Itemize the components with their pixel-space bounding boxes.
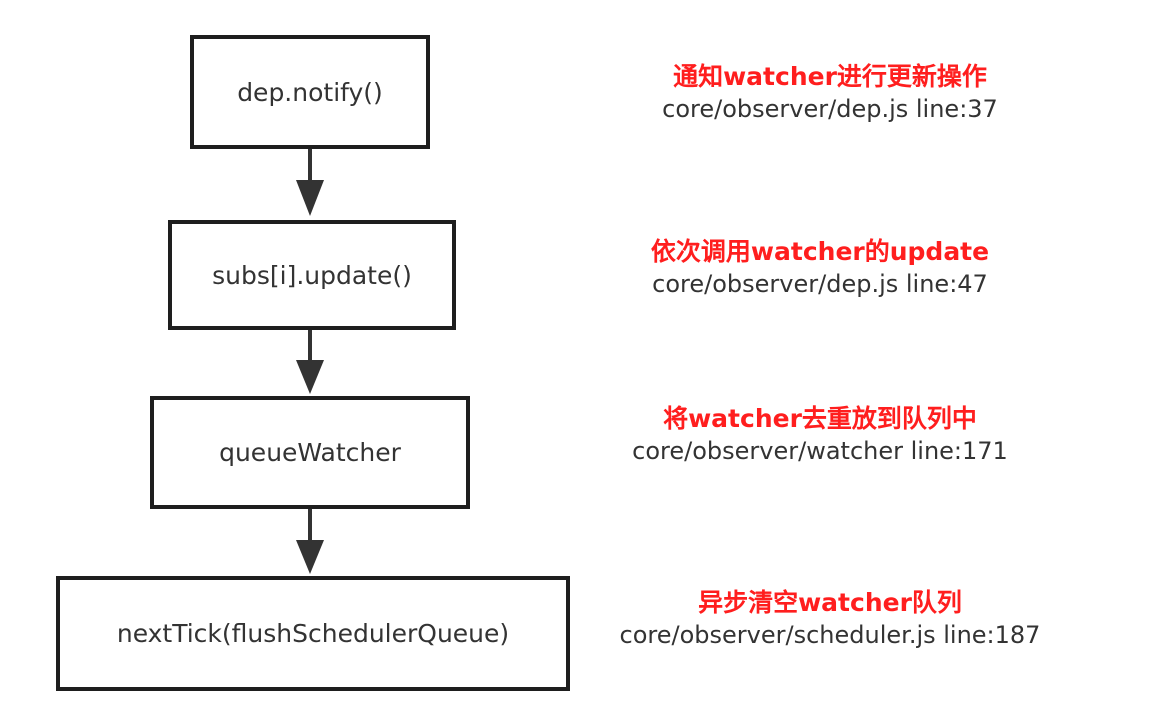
annotation-source-path: core/observer/dep.js line:47: [652, 270, 988, 298]
annotation-subs-update: 依次调用watcher的update core/observer/dep.js …: [590, 237, 1050, 301]
step-label: subs[i].update(): [212, 260, 412, 290]
step-label: nextTick(flushSchedulerQueue): [116, 619, 510, 648]
annotation-dep-notify: 通知watcher进行更新操作 core/observer/dep.js lin…: [600, 62, 1060, 126]
annotation-title: 通知watcher进行更新操作: [673, 62, 987, 91]
step-label: dep.notify(): [237, 77, 383, 107]
annotation-title: 将watcher去重放到队列中: [663, 404, 977, 433]
arrow-3-to-4: [296, 509, 324, 574]
step-box-queue-watcher: queueWatcher: [150, 396, 470, 509]
annotation-queue-watcher: 将watcher去重放到队列中 core/observer/watcher li…: [590, 404, 1050, 468]
annotation-source-path: core/observer/scheduler.js line:187: [619, 621, 1041, 649]
annotation-title: 依次调用watcher的update: [650, 237, 990, 266]
annotation-source-path: core/observer/watcher line:171: [632, 437, 1008, 465]
step-box-subs-update: subs[i].update(): [168, 220, 456, 330]
arrow-2-to-3: [296, 330, 324, 394]
annotation-title: 异步清空watcher队列: [698, 588, 962, 617]
annotation-source-path: core/observer/dep.js line:37: [662, 95, 998, 123]
step-label: queueWatcher: [219, 438, 401, 467]
annotation-next-tick: 异步清空watcher队列 core/observer/scheduler.js…: [570, 588, 1090, 652]
step-box-dep-notify: dep.notify(): [190, 35, 430, 149]
arrow-1-to-2: [296, 149, 324, 216]
step-box-next-tick: nextTick(flushSchedulerQueue): [56, 576, 570, 691]
